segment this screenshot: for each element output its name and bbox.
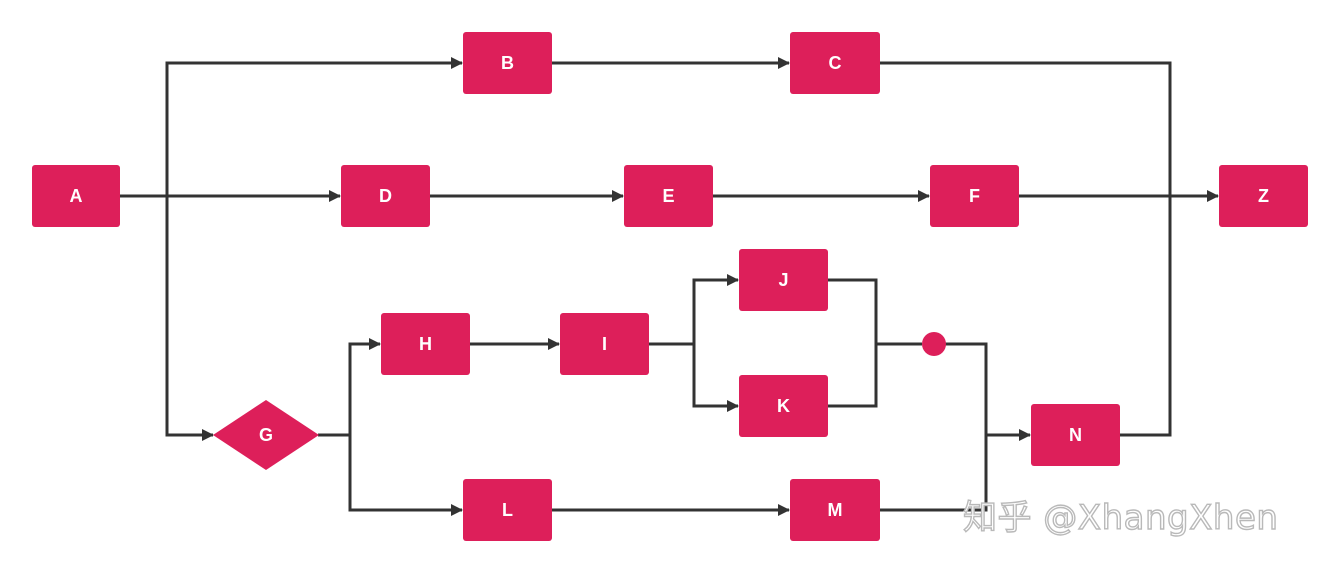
node-g-diamond xyxy=(213,400,319,470)
node-a-label: A xyxy=(69,185,83,206)
node-n-label: N xyxy=(1069,424,1082,445)
node-m-label: M xyxy=(827,499,843,520)
node-k: K xyxy=(739,375,828,437)
node-e: E xyxy=(624,165,713,227)
node-i-label: I xyxy=(601,333,607,354)
edge-m-n xyxy=(880,435,988,512)
node-m: M xyxy=(790,479,880,541)
node-a: A xyxy=(32,165,120,227)
node-j: J xyxy=(739,249,828,311)
edge-g-h xyxy=(318,338,381,437)
node-l: L xyxy=(463,479,552,541)
node-g-label: G xyxy=(258,424,273,445)
edge-c-z xyxy=(880,61,1172,437)
edge-j-junction xyxy=(828,278,922,346)
node-d: D xyxy=(341,165,430,227)
watermark-text: 知乎 @XhangXhen xyxy=(962,497,1279,538)
node-z: Z xyxy=(1219,165,1308,227)
node-d-label: D xyxy=(379,185,392,206)
edge-junction-n xyxy=(945,342,1031,441)
node-j-label: J xyxy=(778,269,789,290)
node-c-label: C xyxy=(828,52,842,73)
node-h-label: H xyxy=(419,333,432,354)
edge-k-junction xyxy=(828,344,878,408)
edge-i-j xyxy=(649,274,739,346)
merge-junction xyxy=(922,332,946,356)
node-i: I xyxy=(560,313,649,375)
node-f: F xyxy=(930,165,1019,227)
node-c: C xyxy=(790,32,880,94)
node-b-label: B xyxy=(501,52,514,73)
node-l-label: L xyxy=(502,499,513,520)
node-b: B xyxy=(463,32,552,94)
node-h: H xyxy=(381,313,470,375)
node-z-label: Z xyxy=(1258,185,1269,206)
node-k-label: K xyxy=(777,395,790,416)
node-n: N xyxy=(1031,404,1120,466)
node-f-label: F xyxy=(969,185,980,206)
edge-a-b xyxy=(120,57,463,198)
node-e-label: E xyxy=(662,185,675,206)
edge-g-l xyxy=(348,435,463,516)
edge-i-k xyxy=(692,344,739,412)
edge-a-g xyxy=(165,196,214,441)
